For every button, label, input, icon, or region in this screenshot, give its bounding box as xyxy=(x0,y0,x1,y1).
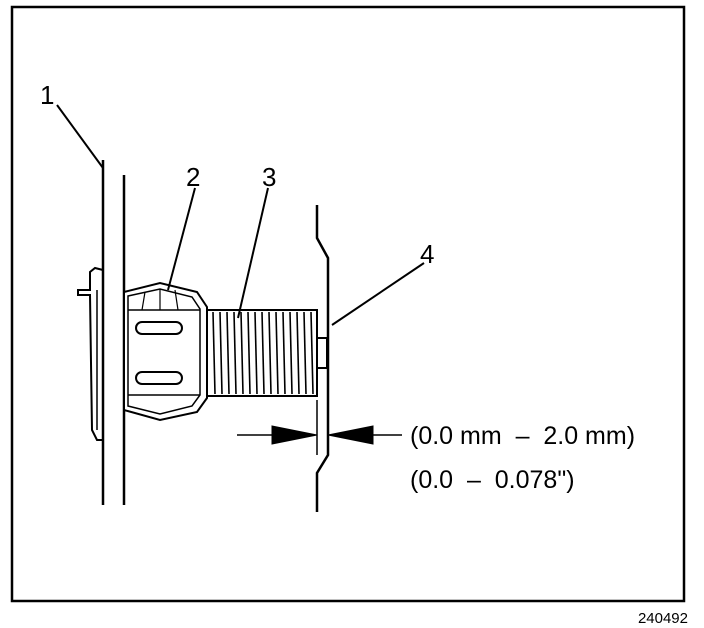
thread-line xyxy=(247,311,251,395)
callout-3: 3 xyxy=(262,162,276,192)
thread-line xyxy=(212,311,216,395)
clearance-dimension xyxy=(237,400,402,455)
figure-id: 240492 xyxy=(638,610,688,627)
inner-panel-part-4 xyxy=(315,205,330,512)
dimension-imperial: (0.0 – 0.078") xyxy=(410,466,575,494)
thread-line xyxy=(296,311,300,395)
panel-part-1 xyxy=(77,160,126,505)
thread-line xyxy=(289,311,293,395)
thread-line xyxy=(303,311,307,395)
callout-1: 1 xyxy=(40,80,54,110)
thread-line xyxy=(282,311,286,395)
thread-line xyxy=(240,311,244,395)
thread-line xyxy=(219,311,223,395)
figure-frame xyxy=(10,5,686,603)
callout-4: 4 xyxy=(420,239,434,269)
thread-line xyxy=(226,311,230,395)
thread-line xyxy=(310,311,314,395)
thread-line xyxy=(233,311,237,395)
dimension-metric: (0.0 mm – 2.0 mm) xyxy=(410,422,635,450)
thread-line xyxy=(268,311,272,395)
leader-lines xyxy=(56,104,425,326)
thread-line xyxy=(261,311,265,395)
retainer-part-2 xyxy=(123,281,208,422)
callout-2: 2 xyxy=(186,162,200,192)
thread-line xyxy=(275,311,279,395)
thread-line xyxy=(254,311,258,395)
threaded-shaft-part-3 xyxy=(206,309,328,397)
